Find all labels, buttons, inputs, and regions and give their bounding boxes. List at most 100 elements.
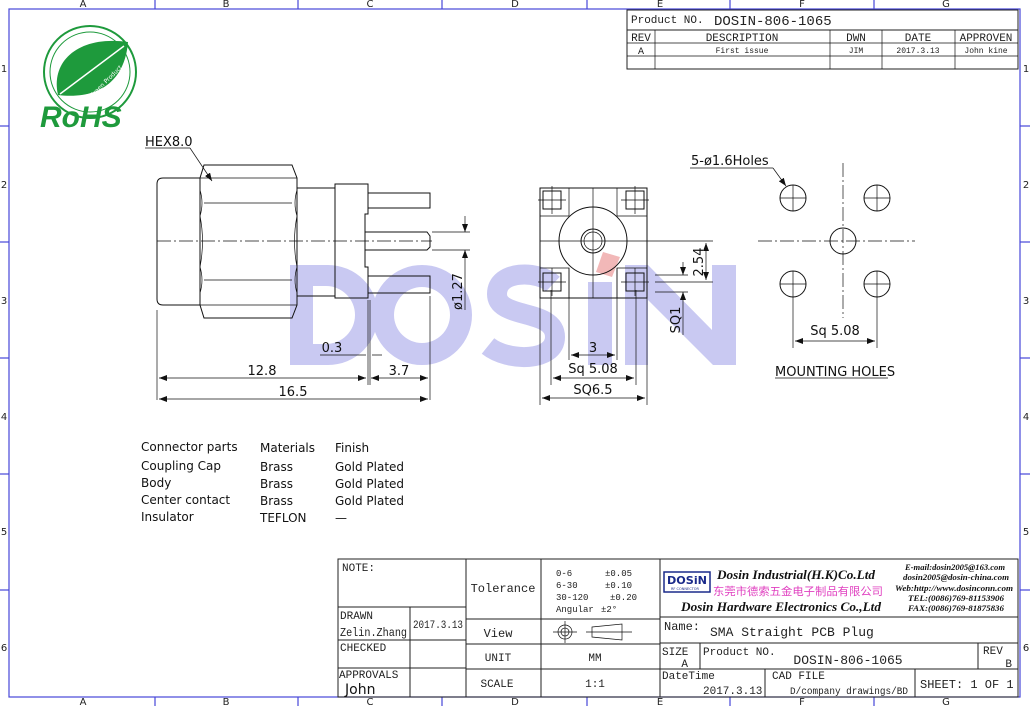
zone-column-label: F	[799, 0, 805, 10]
dim-mount-sq-5-08: Sq 5.08	[810, 324, 860, 339]
zone-column-label: D	[511, 0, 519, 10]
company-tel: TEL:(0086)769-81153906	[908, 593, 1005, 603]
drawn-label: DRAWN	[340, 611, 373, 623]
drawn-by: Zelin.Zhang	[340, 626, 407, 640]
company-email1: E-mail:dosin2005@163.com	[904, 562, 1005, 572]
part-name: Insulator	[141, 510, 194, 524]
zone-row-label: 5	[1, 527, 7, 538]
watermark-letter-o	[371, 264, 473, 366]
company-name-cn: 东莞市德索五金电子制品有限公司	[713, 584, 883, 598]
part-name: Body	[141, 476, 171, 490]
size-label: SIZE	[662, 647, 689, 659]
watermark-letter-n	[625, 265, 736, 365]
dim-sq-6-5: SQ6.5	[573, 383, 612, 398]
dwn-cell: JIM	[849, 47, 864, 56]
company-name-hw: Dosin Hardware Electronics Co.,Ltd	[680, 600, 882, 614]
part-finish: Gold Plated	[335, 460, 404, 474]
zone-column-label: B	[223, 0, 230, 10]
mounting-holes-view: Sq 5.08 5-ø1.6Holes MOUNTING HOLES	[690, 154, 915, 380]
zone-row-label: 2	[1, 180, 7, 191]
mounting-hole	[863, 184, 891, 212]
tolerance-label: Tolerance	[471, 582, 536, 596]
part-finish: Gold Plated	[335, 494, 404, 508]
rev-label: REV	[983, 646, 1003, 658]
watermark-letter-i	[588, 282, 612, 365]
zone-row-label: 4	[1023, 412, 1029, 423]
part-finish: Gold Plated	[335, 477, 404, 491]
scale-value: 1:1	[585, 679, 605, 691]
product-name: SMA Straight PCB Plug	[710, 625, 874, 640]
zone-row-label: 4	[1, 412, 7, 423]
tolerance-value: ±0.05	[605, 569, 632, 579]
part-material: TEFLON	[259, 511, 307, 525]
title-product-no: DOSIN-806-1065	[793, 653, 902, 668]
company-fax: FAX:(0086)769-81875836	[907, 603, 1005, 613]
parts-header-part: Connector parts	[141, 440, 238, 454]
parts-header-material: Materials	[260, 441, 315, 455]
product-no-label: Product NO.	[631, 15, 704, 27]
note-label: NOTE:	[342, 563, 375, 575]
pin-square	[621, 268, 649, 296]
holes-label: 5-ø1.6Holes	[691, 154, 769, 169]
projection-symbol-icon	[553, 621, 632, 643]
watermark-letter-s	[481, 264, 566, 367]
zone-row-label: 6	[1023, 643, 1029, 654]
tolerance-range: Angular	[556, 605, 594, 615]
company-logo: DOSiN RF CONNECTOR	[663, 571, 711, 593]
company-email2: dosin2005@dosin-china.com	[903, 572, 1009, 582]
zone-column-label: B	[223, 697, 230, 706]
pin-square	[538, 186, 566, 214]
unit-label: UNIT	[485, 653, 512, 665]
approvals-label: APPROVALS	[339, 670, 399, 682]
drawn-date: 2017.3.13	[413, 620, 463, 632]
part-material: Brass	[260, 460, 293, 474]
tolerance-range: 30-120	[556, 593, 588, 603]
rev-value: B	[1005, 659, 1012, 671]
header-date: DATE	[905, 33, 932, 45]
dim-3: 3	[589, 341, 597, 356]
part-name: Coupling Cap	[141, 459, 221, 473]
pin-square	[621, 186, 649, 214]
zone-row-label: 1	[1, 64, 7, 75]
leaf-icon	[56, 40, 128, 96]
part-material: Brass	[260, 477, 293, 491]
dim-12-8: 12.8	[248, 364, 277, 379]
view-label: View	[484, 627, 514, 641]
name-label: Name:	[664, 620, 700, 634]
zone-row-label: 2	[1023, 180, 1029, 191]
mounting-holes-title: MOUNTING HOLES	[775, 365, 895, 380]
revision-table: Product NO. DOSIN-806-1065 REV DESCRIPTI…	[626, 9, 1019, 70]
zone-column-label: C	[367, 0, 374, 10]
zone-column-label: A	[80, 697, 87, 706]
tolerance-range: 6-30	[556, 581, 578, 591]
approved-by: John	[344, 682, 375, 698]
zone-row-label: 1	[1023, 64, 1029, 75]
side-view: HEX8.0 12.8 3.7 16.5 0.3 ø1.27	[145, 135, 470, 402]
mounting-hole	[863, 270, 891, 298]
front-view: 3 Sq 5.08 SQ6.5 2.54 SQ1	[538, 186, 713, 405]
header-approven: APPROVEN	[960, 33, 1013, 45]
tolerance-range: 0-6	[556, 569, 572, 579]
dim-pin-diameter: ø1.27	[451, 273, 466, 310]
header-rev: REV	[631, 33, 651, 45]
dim-16-5: 16.5	[279, 385, 308, 400]
mounting-hole	[779, 184, 807, 212]
unit-value: MM	[588, 653, 601, 665]
zone-column-label: E	[657, 0, 663, 10]
mounting-hole	[779, 270, 807, 298]
dosin-logo-sub: RF CONNECTOR	[671, 587, 700, 591]
scale-label: SCALE	[480, 679, 513, 691]
watermark	[290, 252, 736, 367]
part-material: Brass	[260, 494, 293, 508]
tolerance-value: ±2°	[601, 605, 617, 615]
hex-label: HEX8.0	[145, 135, 193, 150]
rohs-logo: RoHS Green Product	[40, 25, 137, 134]
size-value: A	[681, 659, 688, 671]
title-product-no-label: Product NO.	[703, 647, 776, 659]
company-web: Web:http://www.dosinconn.com	[895, 583, 1013, 593]
zone-row-label: 3	[1, 296, 7, 307]
title-block: NOTE: DRAWN Zelin.Zhang 2017.3.13 CHECKE…	[337, 558, 1019, 698]
date-cell: 2017.3.13	[896, 47, 939, 56]
